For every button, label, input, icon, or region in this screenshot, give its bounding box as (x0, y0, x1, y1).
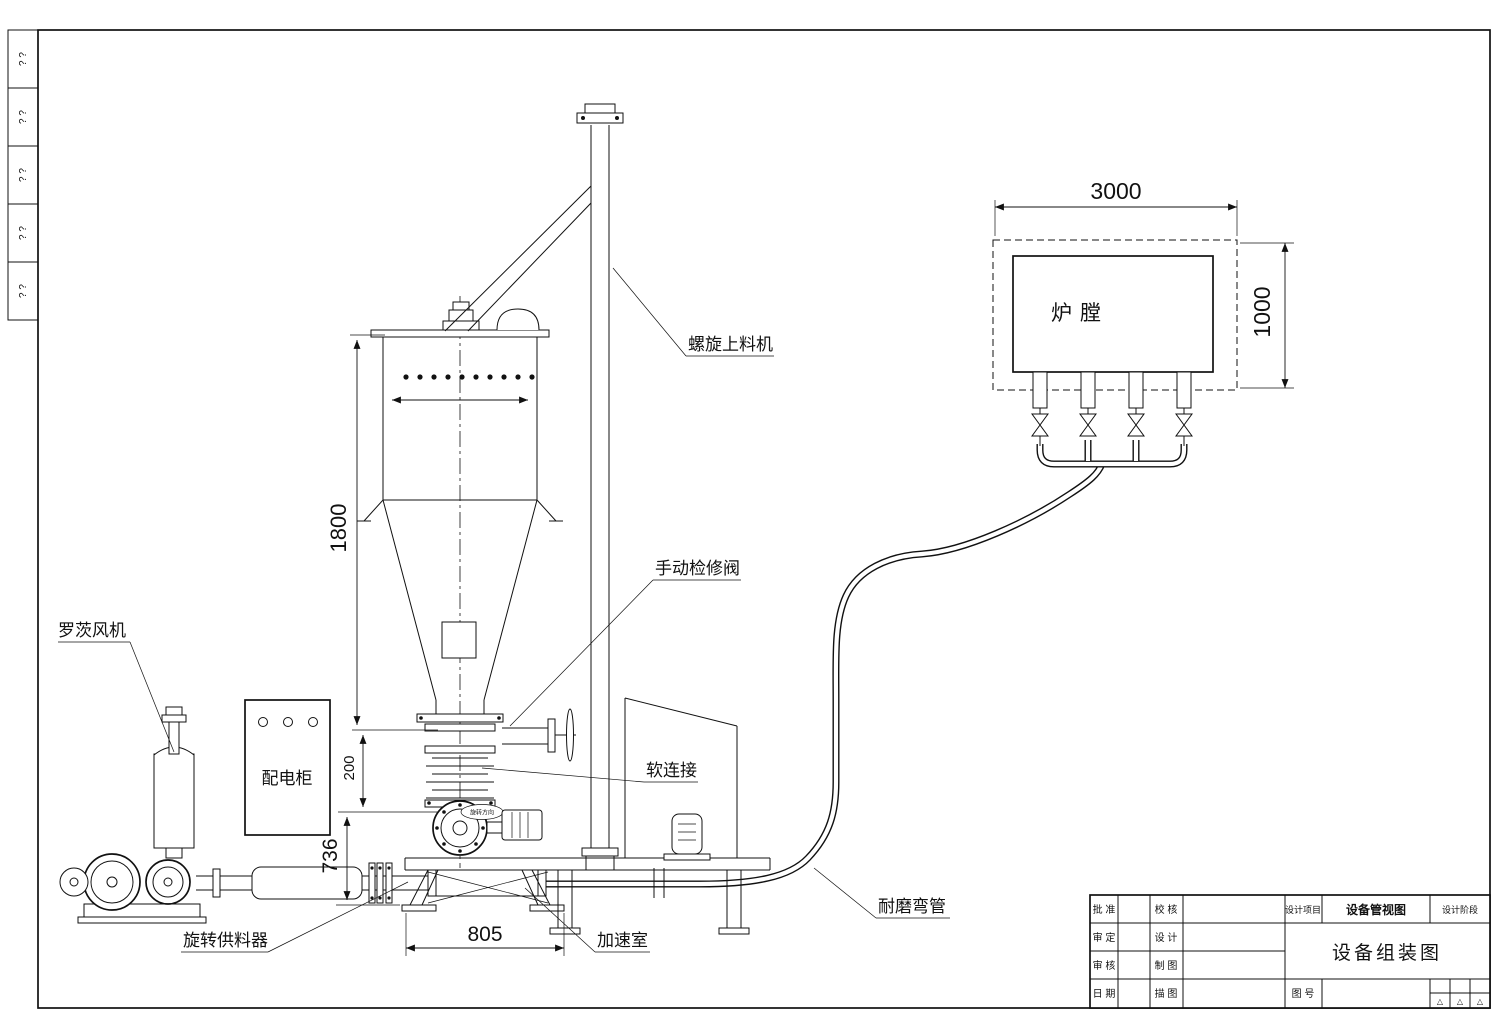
dim-1800: 1800 (326, 504, 351, 553)
tb-mark-icon: △ (1457, 997, 1464, 1006)
dim-200: 200 (341, 755, 358, 780)
rev-strip-cell: ? ? (18, 110, 29, 124)
base-frame (368, 697, 771, 935)
dim-805: 805 (467, 923, 502, 946)
tb-check-1: 校 核 (1155, 903, 1178, 916)
rev-strip-cell: ? ? (18, 226, 29, 240)
conveying-pipe (546, 440, 1188, 888)
dim-736: 736 (319, 838, 342, 873)
soft-connection-label: 软连接 (646, 761, 697, 780)
tb-check-4: 描 图 (1155, 987, 1178, 1000)
valve-icon (1127, 413, 1145, 437)
manual-valve-label: 手动检修阀 (655, 559, 740, 578)
tb-check-3: 制 图 (1155, 959, 1178, 972)
tb-check-2: 设 计 (1155, 931, 1178, 944)
acceleration-chamber-body (427, 869, 547, 897)
tb-approve-1: 批 准 (1093, 903, 1116, 916)
valve-icon (1031, 413, 1049, 437)
furnace-chamber: 炉膛 (992, 239, 1238, 446)
dim-1000: 1000 (1249, 286, 1275, 337)
vent-cap-icon (496, 308, 540, 331)
furnace-dimensions: 3000 1000 (994, 178, 1294, 389)
handwheel-icon (566, 708, 574, 762)
tb-drawing-title: 设备组装图 (1332, 942, 1442, 964)
rev-strip-cell: ? ? (18, 52, 29, 66)
valve-icon (1079, 413, 1097, 437)
rev-strip-cell: ? ? (18, 168, 29, 182)
screw-feeder-label: 螺旋上料机 (688, 335, 773, 354)
roots-blower (59, 706, 207, 924)
tb-approve-4: 日 期 (1093, 988, 1116, 1000)
title-block: 批 准 审 定 审 核 日 期 校 核 设 计 制 图 描 图 设计项目 设备管… (1089, 894, 1491, 1009)
tb-drawing-no-label: 图 号 (1292, 988, 1315, 1000)
sheet-frame: ? ? ? ? ? ? ? ? ? ? (7, 29, 1491, 1009)
power-cabinet-label: 配电柜 (262, 769, 313, 788)
tb-approve-2: 审 定 (1093, 931, 1116, 944)
wear-elbow-label: 耐磨弯管 (878, 897, 946, 916)
rev-strip-cell: ? ? (18, 284, 29, 298)
left-dimensions: 1800 200 736 805 (319, 334, 565, 956)
tb-project-label: 设计项目 (1285, 904, 1321, 915)
tb-project-name: 设备管视图 (1346, 902, 1406, 917)
tb-stage-label: 设计阶段 (1442, 904, 1478, 915)
power-cabinet: 配电柜 (244, 699, 331, 836)
discharge-train: 旋转方向 (416, 708, 576, 856)
tb-approve-3: 审 核 (1093, 959, 1116, 972)
hopper (357, 296, 563, 868)
drive-motor (671, 813, 703, 855)
rotary-feeder-label: 旋转供料器 (183, 931, 268, 950)
valve-icon (1175, 413, 1193, 437)
screw-elevator (444, 103, 624, 871)
acceleration-chamber-label: 加速室 (597, 931, 648, 950)
callouts: 螺旋上料机 手动检修阀 软连接 罗茨风机 旋转供料器 加速室 耐磨弯管 (58, 267, 950, 953)
tb-mark-icon: △ (1437, 997, 1444, 1006)
air-supply-pipe (196, 866, 430, 900)
furnace-label: 炉膛 (1051, 302, 1109, 325)
dim-3000: 3000 (1090, 178, 1141, 204)
rotation-direction-label: 旋转方向 (470, 809, 494, 817)
tb-mark-icon: △ (1477, 997, 1484, 1006)
roots-blower-label: 罗茨风机 (58, 621, 126, 640)
